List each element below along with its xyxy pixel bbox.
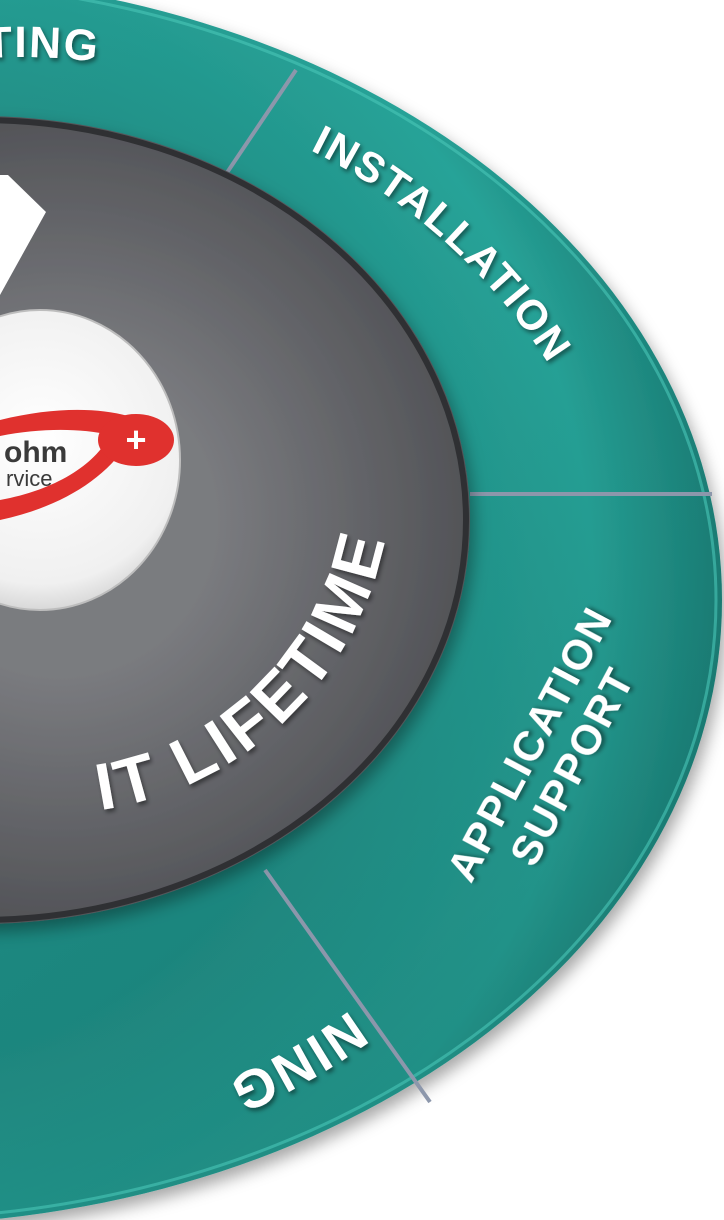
inner-ring <box>0 116 470 924</box>
divider-application-training <box>263 868 432 1104</box>
logo-text-line1: ohm <box>4 436 67 469</box>
logo-plus-icon: + <box>98 414 174 466</box>
logo-text-line2: rvice <box>6 466 52 491</box>
logo-plus-symbol: + <box>125 419 146 460</box>
segment-consulting-label: LTING <box>0 18 102 72</box>
logo-red-swoosh <box>0 409 140 520</box>
divider-consulting-installation <box>216 68 298 188</box>
inner-ring-edge <box>0 117 469 923</box>
chevron-arrow-icon <box>0 175 46 295</box>
center-logo-disc <box>0 309 181 611</box>
